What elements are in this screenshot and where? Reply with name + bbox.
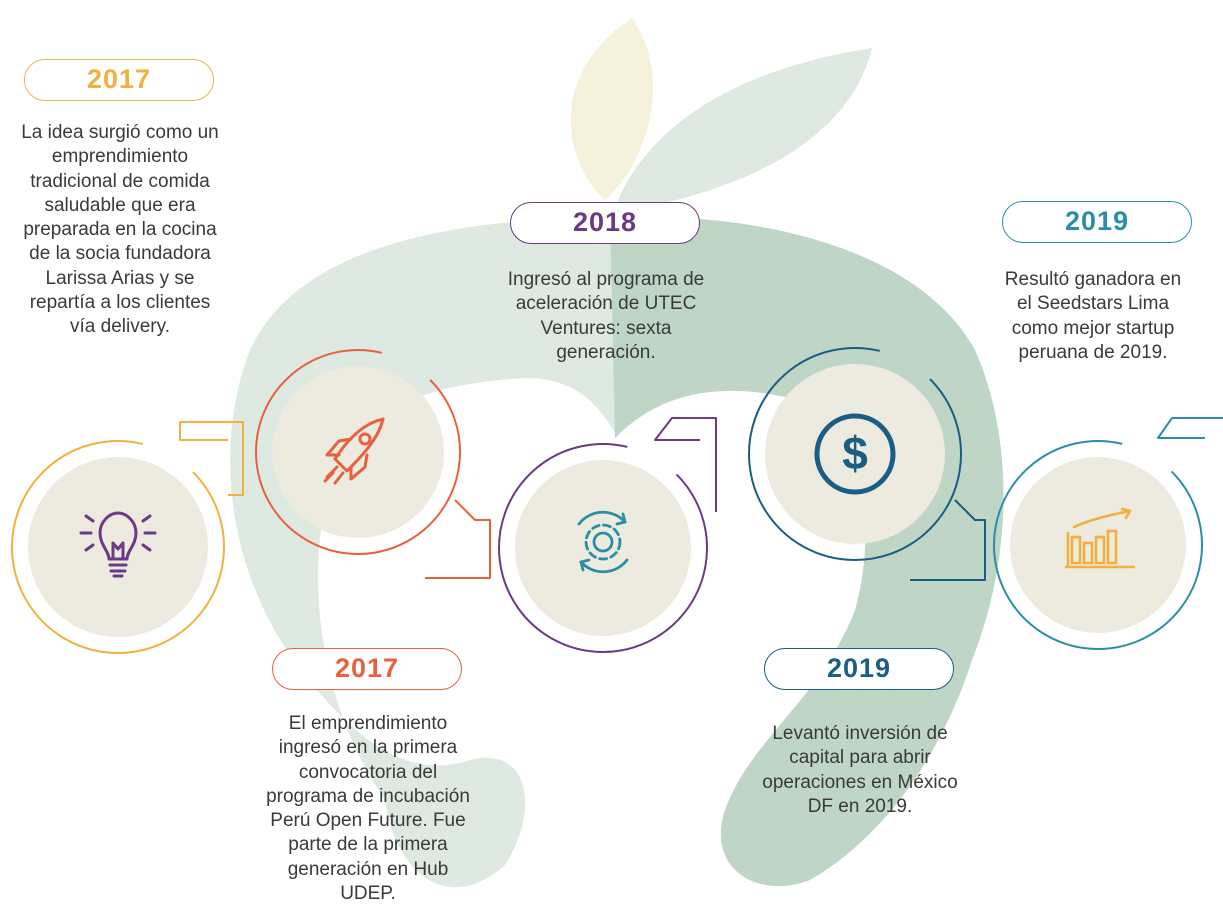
milestone-ring (498, 443, 708, 653)
year-label: 2017 (334, 653, 400, 683)
milestone-description: Ingresó al programa de aceleración de UT… (507, 269, 705, 363)
milestone-circle-fill (272, 366, 444, 538)
milestone-ring (11, 440, 225, 654)
milestone-description: La idea surgió como un emprendimiento tr… (21, 122, 219, 338)
year-pill-2019-investment: 2019 (764, 648, 954, 690)
dollar-icon: $ (814, 413, 896, 495)
milestone-description: Levantó inversión de capital para abrir … (762, 723, 958, 817)
year-pill-2017-idea: 2017 (24, 59, 214, 101)
milestone-arrow (1157, 417, 1223, 439)
milestone-circle-fill (765, 364, 945, 544)
year-label: 2017 (86, 64, 152, 94)
leaf-light-shape (570, 18, 654, 200)
milestone-arrow (425, 499, 491, 579)
milestone-ring (255, 349, 461, 555)
milestone-ring (993, 440, 1203, 650)
milestone-circle-fill (1010, 457, 1186, 633)
year-pill-2018: 2018 (510, 202, 700, 244)
milestone-description: El emprendimiento ingresó en la primera … (266, 713, 470, 905)
milestone-arrow (654, 417, 717, 512)
gear-cycle-icon (577, 510, 629, 574)
milestone-arrow (179, 421, 244, 496)
year-label: 2019 (1064, 206, 1130, 236)
leaf-green-shape (618, 48, 872, 212)
year-pill-2017-incubation: 2017 (272, 648, 462, 690)
year-label: 2019 (826, 653, 892, 683)
growth-chart-icon (1064, 507, 1136, 569)
milestone-ring (748, 347, 962, 561)
lightbulb-icon (79, 511, 157, 578)
milestone-arrow (910, 499, 986, 581)
year-pill-2019-seedstars: 2019 (1002, 201, 1192, 243)
milestone-circle-fill (515, 460, 691, 636)
svg-text:$: $ (842, 427, 868, 479)
year-label: 2018 (572, 207, 638, 237)
milestone-description: Resultó ganadora en el Seedstars Lima co… (1004, 269, 1182, 363)
rocket-icon (323, 417, 385, 485)
